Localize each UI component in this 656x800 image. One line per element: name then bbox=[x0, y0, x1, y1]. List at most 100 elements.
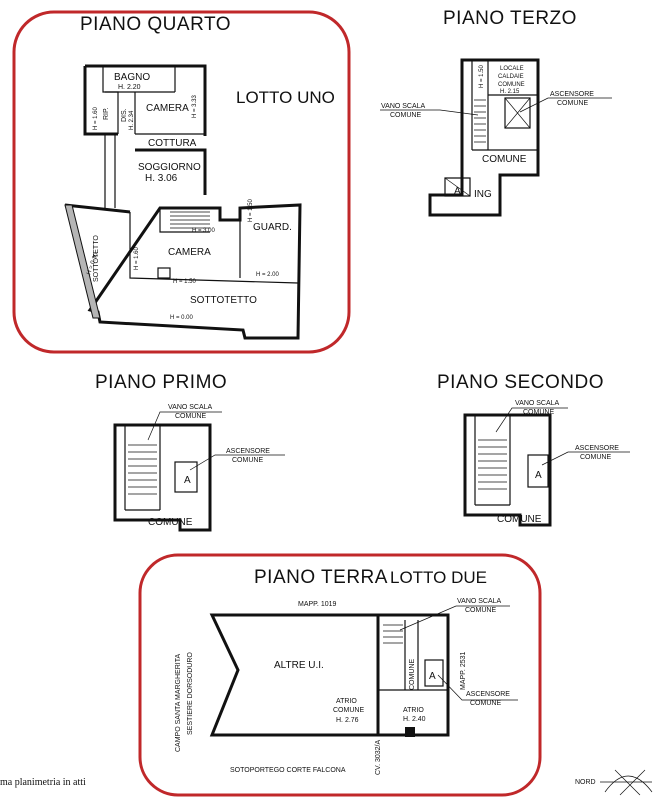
atrio-label: ATRIO bbox=[403, 707, 424, 714]
terzo-vano-label-1: VANO SCALA bbox=[381, 103, 426, 110]
piano-primo-section: PIANO PRIMO VANO SCALA COMUNE ASCENSORE … bbox=[95, 372, 285, 532]
north-arrow-icon bbox=[600, 769, 653, 796]
locale-label-3: COMUNE bbox=[498, 82, 525, 88]
dis-label: DIS. bbox=[121, 108, 128, 122]
terzo-elevator-cross bbox=[504, 97, 531, 129]
primo-stair-treads bbox=[128, 444, 157, 495]
piano-primo-title: PIANO PRIMO bbox=[95, 372, 227, 393]
piano-quarto-title: PIANO QUARTO bbox=[80, 14, 231, 35]
terra-inner-walls bbox=[378, 620, 448, 691]
primo-elevator bbox=[174, 461, 198, 493]
terzo-asc-leader bbox=[519, 97, 612, 113]
mapp1019-label: MAPP. 1019 bbox=[298, 601, 337, 608]
secondo-comune-label: COMUNE bbox=[497, 514, 542, 525]
wall-upper-north bbox=[85, 64, 207, 136]
secondo-a-label: A bbox=[535, 470, 542, 481]
sotoportego-label: SOTOPORTEGO CORTE FALCONA bbox=[230, 767, 346, 774]
secondo-asc-leader bbox=[541, 451, 630, 466]
rip-height: H = 1.60 bbox=[93, 106, 99, 130]
piano-terzo-section: PIANO TERZO LOCALE CALDAIE COMUNE H. 2.1… bbox=[380, 8, 612, 217]
terzo-vano-leader bbox=[380, 109, 479, 116]
cottura-label: COTTURA bbox=[148, 138, 197, 149]
terzo-ing-label: ING bbox=[474, 189, 492, 200]
piano-terra-title: PIANO TERRA bbox=[254, 567, 388, 588]
h000-label: H = 0.00 bbox=[170, 315, 194, 321]
terra-elevator bbox=[424, 659, 444, 687]
camera-upper-height: H = 3.33 bbox=[192, 94, 198, 118]
h150-label: H = 1.50 bbox=[173, 279, 197, 285]
primo-stair-walls bbox=[124, 425, 161, 511]
wall-upper-west bbox=[83, 66, 118, 136]
guard-label: GUARD. bbox=[253, 222, 292, 233]
terzo-stair-treads bbox=[474, 99, 486, 143]
primo-outline bbox=[113, 423, 212, 532]
piano-quarto-section: PIANO QUARTO LOTTO UNO BAGNO H. 2.20 CAM… bbox=[12, 10, 351, 354]
secondo-asc-label-1: ASCENSORE bbox=[575, 445, 619, 452]
primo-vano-label-2: COMUNE bbox=[175, 413, 206, 420]
piano-secondo-section: PIANO SECONDO VANO SCALA COMUNE ASCENSOR… bbox=[437, 372, 630, 527]
wall-soggiorno bbox=[135, 148, 207, 195]
h160-label: H = 1.60 bbox=[134, 246, 140, 270]
terzo-ing-diag bbox=[444, 177, 471, 197]
terzo-h150: H = 1.50 bbox=[479, 64, 485, 88]
sestiere-label: SESTIERE DORSODURO bbox=[187, 652, 194, 735]
nord-label: NORD bbox=[575, 779, 596, 786]
primo-asc-leader bbox=[189, 454, 285, 471]
comune-vertical-label: COMUNE bbox=[409, 659, 416, 690]
secondo-stair-walls bbox=[474, 415, 511, 506]
lotto-due-frame bbox=[138, 553, 542, 797]
secondo-outline bbox=[463, 413, 552, 527]
primo-vano-leader bbox=[147, 411, 222, 441]
primo-comune-label: COMUNE bbox=[148, 517, 193, 528]
h300-label: H = 3.00 bbox=[192, 228, 216, 234]
terra-vano-label-1: VANO SCALA bbox=[457, 598, 502, 605]
campo-label: CAMPO SANTA MARGHERITA bbox=[175, 654, 182, 752]
guard-height: H = 1.50 bbox=[248, 198, 254, 222]
soggiorno-label: SOGGIORNO bbox=[138, 162, 201, 173]
h200-label: H = 2.00 bbox=[256, 272, 280, 278]
primo-asc-label-2: COMUNE bbox=[232, 457, 263, 464]
bagno-height: H. 2.20 bbox=[118, 84, 141, 91]
secondo-asc-label-2: COMUNE bbox=[580, 454, 611, 461]
primo-asc-label-1: ASCENSORE bbox=[226, 448, 270, 455]
north-arrow: NORD bbox=[575, 769, 653, 796]
sottotetto-label: SOTTOTETTO bbox=[190, 295, 257, 306]
primo-a-label: A bbox=[184, 475, 191, 486]
locale-label-1: LOCALE bbox=[500, 66, 524, 72]
secondo-vano-label-2: COMUNE bbox=[523, 409, 554, 416]
terra-stair-treads bbox=[383, 624, 403, 644]
secondo-stair-treads bbox=[478, 439, 507, 490]
atrio-comune-label: ATRIO bbox=[336, 698, 357, 705]
altre-ui-label: ALTRE U.I. bbox=[274, 660, 324, 671]
wall-sottotetto-west bbox=[64, 204, 101, 319]
terra-asc-leader bbox=[437, 674, 518, 701]
secondo-elevator bbox=[527, 454, 549, 488]
sottotetto-vertical-label: SOTTOTETTO bbox=[93, 235, 100, 282]
piano-terra-section: PIANO TERRA LOTTO DUE MAPP. 1019 ALTRE U… bbox=[138, 553, 542, 797]
terra-vano-leader bbox=[399, 605, 510, 631]
secondo-vano-leader bbox=[495, 407, 568, 433]
terzo-asc-label-1: ASCENSORE bbox=[550, 91, 594, 98]
camera-lower-label: CAMERA bbox=[168, 247, 211, 258]
dis-height: H. 2.34 bbox=[129, 110, 135, 130]
camera-upper-label: CAMERA bbox=[146, 103, 189, 114]
terzo-elevator bbox=[504, 97, 531, 129]
primo-vano-label-1: VANO SCALA bbox=[168, 404, 213, 411]
wall-stair bbox=[159, 208, 210, 233]
terra-vano-label-2: COMUNE bbox=[465, 607, 496, 614]
atrio-comune-height: H. 2.76 bbox=[336, 717, 359, 724]
terra-a-label: A bbox=[429, 671, 436, 682]
mapp2531-label: MAPP. 2531 bbox=[460, 651, 467, 690]
secondo-vano-label-1: VANO SCALA bbox=[515, 400, 560, 407]
bagno-label: BAGNO bbox=[114, 72, 150, 83]
lotto-uno-label: LOTTO UNO bbox=[236, 88, 335, 107]
terzo-a-label: A bbox=[454, 186, 461, 197]
wall-camera-lower bbox=[129, 212, 299, 284]
terzo-inner-walls bbox=[471, 60, 538, 151]
terra-altre-outline bbox=[209, 613, 380, 737]
terra-door-marker bbox=[405, 727, 415, 737]
terzo-outline bbox=[428, 58, 540, 217]
terra-asc-label-2: COMUNE bbox=[470, 700, 501, 707]
stair-treads-quarto bbox=[170, 211, 210, 229]
civico-label: CV. 3032/A bbox=[375, 740, 382, 775]
